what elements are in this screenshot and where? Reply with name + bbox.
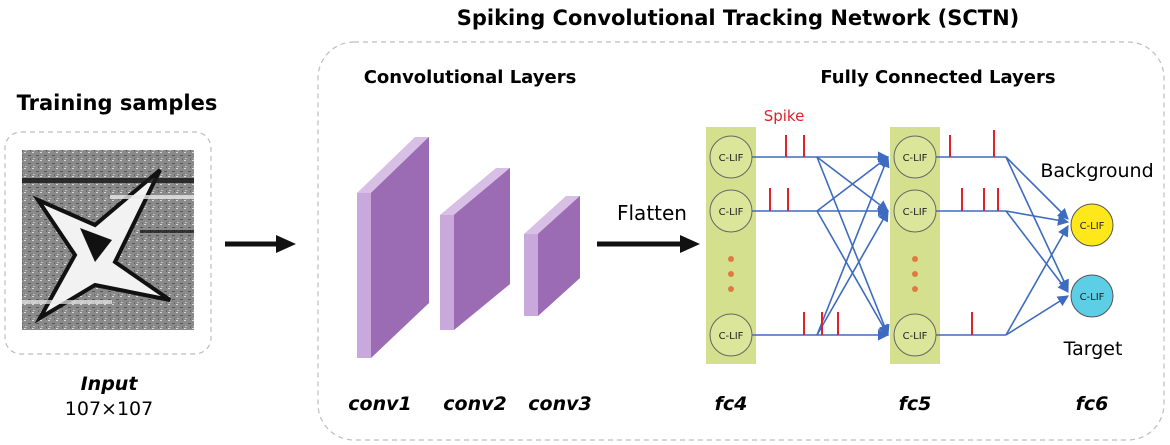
input-image xyxy=(22,150,194,330)
conv2-block xyxy=(440,168,510,330)
flatten-label: Flatten xyxy=(617,201,687,225)
fc6-label: fc6 xyxy=(1076,393,1109,415)
neuron-label: C-LIF xyxy=(903,153,928,164)
fc5-neuron: C-LIF xyxy=(893,313,937,357)
diagram-title: Spiking Convolutional Tracking Network (… xyxy=(457,6,1020,30)
fc5-fc6-connections xyxy=(936,156,1070,336)
neuron-label: C-LIF xyxy=(903,331,928,342)
neuron-label: C-LIF xyxy=(719,153,744,164)
spike-label: Spike xyxy=(764,107,805,125)
fc5-label: fc5 xyxy=(899,393,932,415)
conv1-label: conv1 xyxy=(348,393,411,415)
fc4-neuron: C-LIF xyxy=(709,313,753,357)
neuron-label: C-LIF xyxy=(1080,292,1105,303)
fc5-neuron: C-LIF xyxy=(893,189,937,233)
fc4-label: fc4 xyxy=(715,393,748,415)
fc5-neuron: C-LIF xyxy=(893,135,937,179)
target-neuron: C-LIF xyxy=(1070,274,1114,318)
flatten-arrow xyxy=(597,235,700,253)
neuron-label: C-LIF xyxy=(1080,221,1105,232)
background-neuron: C-LIF xyxy=(1070,203,1114,247)
fc-section-heading: Fully Connected Layers xyxy=(820,67,1055,88)
fc4-fc5-connections xyxy=(752,151,890,341)
training-samples-heading: Training samples xyxy=(17,91,218,115)
neuron-label: C-LIF xyxy=(903,207,928,218)
input-label: Input xyxy=(81,373,139,395)
fc4-neuron: C-LIF xyxy=(709,135,753,179)
neuron-label: C-LIF xyxy=(719,331,744,342)
conv1-block xyxy=(357,137,429,358)
conv3-label: conv3 xyxy=(528,393,591,415)
neuron-label: C-LIF xyxy=(719,207,744,218)
spike-trains xyxy=(769,130,999,335)
background-label: Background xyxy=(1040,160,1153,182)
input-to-conv-arrow xyxy=(225,235,296,253)
fc4-neuron: C-LIF xyxy=(709,189,753,233)
fc4-ellipsis-dots xyxy=(728,256,734,292)
sctn-container xyxy=(317,41,1165,441)
conv-section-heading: Convolutional Layers xyxy=(364,67,577,88)
conv2-label: conv2 xyxy=(443,393,506,415)
fc5-ellipsis-dots xyxy=(912,256,918,292)
conv3-block xyxy=(524,196,580,316)
target-label: Target xyxy=(1063,338,1123,360)
input-size-label: 107×107 xyxy=(65,398,153,420)
